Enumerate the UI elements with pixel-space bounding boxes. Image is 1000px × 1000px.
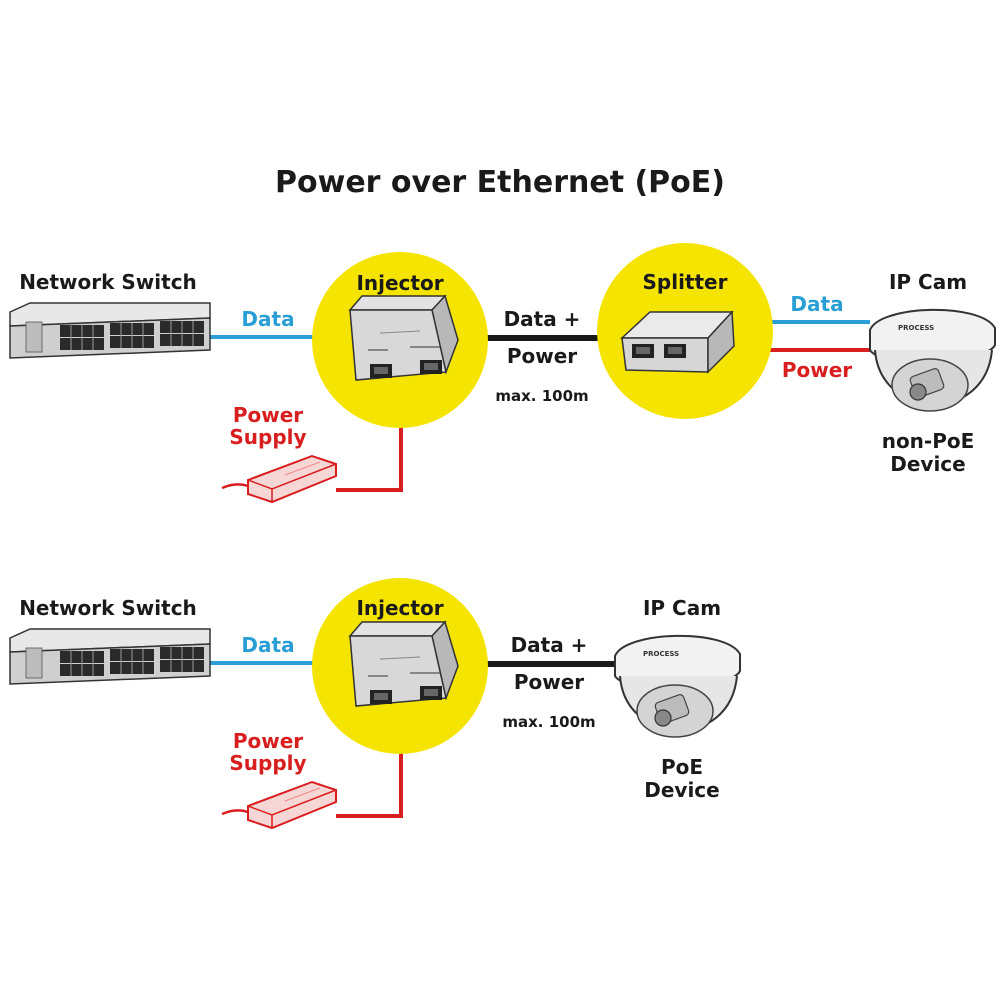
device-label-line2: Device [890, 452, 965, 476]
power-supply-label-line1: Power [233, 403, 303, 427]
cable-label-line1: Data + [504, 307, 581, 331]
device-label-line1: non-PoE [882, 429, 975, 453]
device-label-line2: Device [644, 778, 719, 802]
cable-label-line1: Data + [511, 633, 588, 657]
top-scenario: Network Switch Data Injector Power Suppl… [9, 243, 996, 504]
injector-label: Injector [356, 596, 443, 620]
power-line [336, 746, 403, 818]
power-supply-icon [220, 780, 338, 830]
splitter-label: Splitter [643, 270, 728, 294]
camera-label: IP Cam [889, 270, 967, 294]
dome-camera-icon [869, 308, 996, 412]
distance-label: max. 100m [502, 713, 595, 731]
network-switch-icon [9, 628, 211, 685]
bottom-scenario: Network Switch Data Injector Power Suppl… [9, 578, 741, 830]
camera-label: IP Cam [643, 596, 721, 620]
dome-camera-icon [614, 634, 741, 738]
injector-label: Injector [356, 271, 443, 295]
injector-icon [349, 295, 459, 381]
cable-label-line2: Power [507, 344, 577, 368]
data-label: Data [241, 633, 294, 657]
diagram-title: Power over Ethernet (PoE) [275, 165, 725, 200]
cable-label-line2: Power [514, 670, 584, 694]
power-supply-label-line2: Supply [229, 751, 306, 775]
injector-icon [349, 621, 459, 707]
power-supply-label-line1: Power [233, 729, 303, 753]
out-power-label: Power [782, 358, 852, 382]
switch-label: Network Switch [19, 596, 197, 620]
device-label-line1: PoE [661, 755, 703, 779]
distance-label: max. 100m [495, 387, 588, 405]
power-supply-icon [220, 454, 338, 504]
network-switch-icon [9, 302, 211, 359]
power-line [336, 420, 403, 492]
switch-label: Network Switch [19, 270, 197, 294]
power-supply-label-line2: Supply [229, 425, 306, 449]
splitter-icon [620, 310, 735, 374]
out-data-label: Data [790, 292, 843, 316]
data-label: Data [241, 307, 294, 331]
